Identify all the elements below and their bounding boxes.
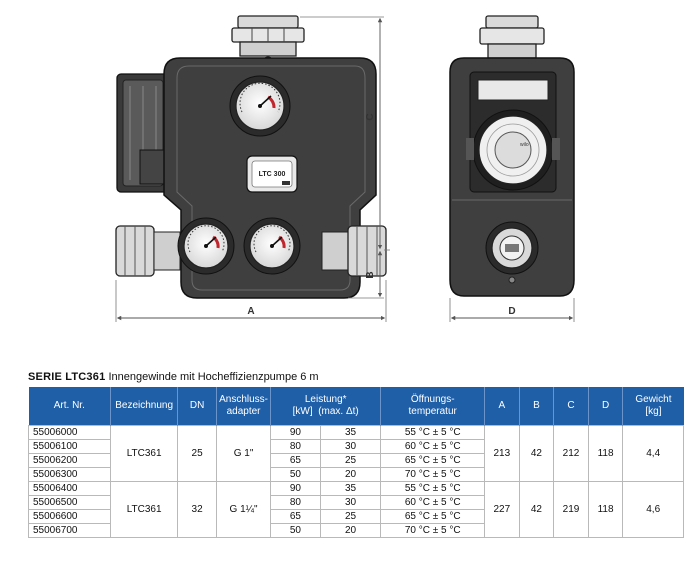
series-name: SERIE LTC361 [28,371,106,383]
delta-t-cell: 30 [319,495,382,510]
table-row: 55006500 80 30 60 °C ± 5 °C [27,495,684,510]
art-nr-cell: 55006700 [27,523,112,538]
col-header-leistung: Leistung* [kW] (max. Δt) [270,387,382,426]
right-pipe-connection [321,225,387,277]
bottom-port [485,221,539,284]
kw-cell: 50 [270,467,321,482]
table-row: 55006200 65 25 65 °C ± 5 °C [27,453,684,468]
art-nr-cell: 55006600 [27,509,112,524]
dim-a-cell: 213 [484,425,520,482]
table-row: 55006400 LTC361 32 G 1¼" 90 35 55 °C ± 5… [27,481,684,538]
art-nr-cell: 55006300 [27,467,112,482]
weight-cell: 4,6 [622,481,684,538]
weight-cell: 4,4 [622,425,684,482]
table-row: 55006100 80 30 60 °C ± 5 °C [27,439,684,454]
col-header-dn: DN [177,387,218,426]
delta-t-cell: 20 [319,467,382,482]
col-header-d: D [588,387,624,426]
col-header-bezeichnung: Bezeichnung [110,387,179,426]
thermometer-top-icon [229,75,291,137]
dimension-c-label: C [365,113,376,120]
product-badge: LTC 300 [246,155,298,193]
col-header-a: A [484,387,520,426]
side-actuator [116,73,170,193]
dim-d-cell: 118 [587,425,624,482]
col-header-b: B [519,387,555,426]
dim-c-cell: 219 [553,481,589,538]
temperature-cell: 70 °C ± 5 °C [380,523,486,538]
temperature-cell: 60 °C ± 5 °C [380,495,486,510]
art-nr-cell: 55006400 [27,481,112,496]
kw-cell: 65 [270,453,321,468]
kw-cell: 65 [270,509,321,524]
dn-cell: 25 [177,425,218,482]
delta-t-cell: 35 [319,425,382,440]
kw-cell: 80 [270,495,321,510]
temperature-cell: 65 °C ± 5 °C [380,453,486,468]
temperature-cell: 55 °C ± 5 °C [380,425,486,440]
delta-t-cell: 20 [319,523,382,538]
front-view: LTC 300 A [115,15,390,322]
bezeichnung-cell: LTC361 [110,425,179,482]
left-pipe-connection [115,225,181,277]
dimension-a-label: A [247,306,254,317]
kw-cell: 50 [270,523,321,538]
series-description: Innengewinde mit Hocheffizienzpumpe 6 m [108,371,319,383]
side-view: wilo D [449,15,575,322]
temperature-cell: 70 °C ± 5 °C [380,467,486,482]
dim-b-cell: 42 [518,481,555,538]
delta-t-cell: 25 [319,509,382,524]
spec-table: Art. Nr. Bezeichnung DN Anschluss-adapte… [27,387,684,538]
dimension-a: A [115,280,387,322]
table-row: 55006000 LTC361 25 G 1" 90 35 55 °C ± 5 … [27,425,684,482]
col-header-oeffnungstemperatur: Öffnungs-temperatur [380,387,486,426]
art-nr-cell: 55006000 [27,425,112,440]
bezeichnung-cell: LTC361 [110,481,179,538]
dim-b-cell: 42 [518,425,555,482]
adapter-cell: G 1" [216,425,272,482]
art-nr-cell: 55006500 [27,495,112,510]
dimension-b-label: B [365,271,376,278]
dim-c-cell: 212 [553,425,589,482]
col-header-anschluss: Anschluss-adapter [216,387,272,426]
dimension-d-label: D [508,306,515,317]
adapter-cell: G 1¼" [216,481,272,538]
delta-t-cell: 35 [319,481,382,496]
dimension-c: C [300,16,390,251]
pump-icon: wilo [466,71,560,193]
technical-drawing: LTC 300 A [115,15,575,322]
dim-a-cell: 227 [484,481,520,538]
dn-cell: 32 [177,481,218,538]
kw-cell: 90 [270,481,321,496]
table-header-row: Art. Nr. Bezeichnung DN Anschluss-adapte… [28,387,684,426]
series-title: SERIE LTC361 Innengewinde mit Hocheffizi… [28,371,319,383]
col-header-c: C [553,387,589,426]
pump-brand-label: wilo [520,142,529,148]
col-header-art: Art. Nr. [28,387,112,426]
delta-t-cell: 30 [319,439,382,454]
dim-d-cell: 118 [587,481,624,538]
temperature-cell: 65 °C ± 5 °C [380,509,486,524]
thermometer-left-icon [177,217,235,275]
col-header-gewicht: Gewicht[kg] [622,387,684,426]
temperature-cell: 55 °C ± 5 °C [380,481,486,496]
kw-cell: 80 [270,439,321,454]
art-nr-cell: 55006100 [27,439,112,454]
dimension-d: D [449,298,575,322]
art-nr-cell: 55006200 [27,453,112,468]
delta-t-cell: 25 [319,453,382,468]
kw-cell: 90 [270,425,321,440]
badge-label: LTC 300 [259,171,286,178]
table-row: 55006700 50 20 70 °C ± 5 °C [27,523,684,538]
thermometer-right-icon [243,217,301,275]
temperature-cell: 60 °C ± 5 °C [380,439,486,454]
dimension-b: B [348,250,384,299]
